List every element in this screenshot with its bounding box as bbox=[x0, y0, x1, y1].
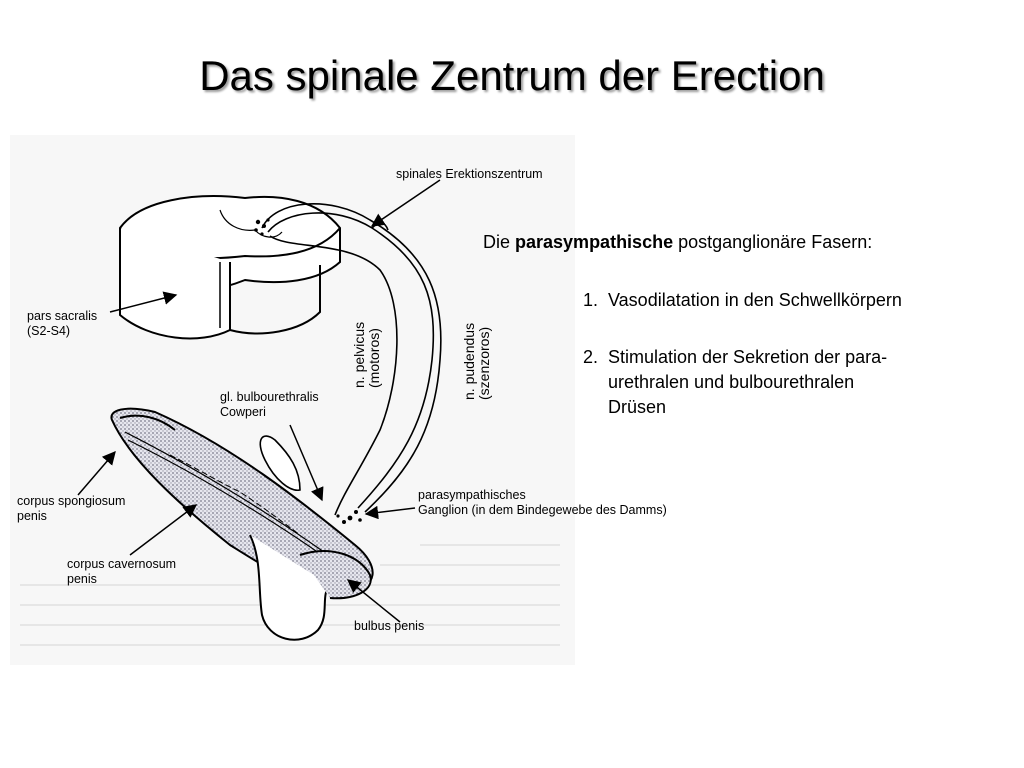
label-corpus-spongiosum: corpus spongiosum penis bbox=[17, 494, 126, 523]
label-gl-bulbourethralis: gl. bulbourethralis Cowperi bbox=[220, 390, 319, 419]
arrow-corpus-cavernosum bbox=[129, 504, 198, 556]
page-title: Das spinale Zentrum der Erection bbox=[199, 52, 825, 99]
label-n-pudendus: n. pudendus (szenzoros) bbox=[461, 322, 492, 400]
label-n-pelvicus: n. pelvicus (motoros) bbox=[351, 321, 382, 388]
label-corpus-cavernosum: corpus cavernosum penis bbox=[67, 557, 177, 586]
arrow-gl-bulbourethralis bbox=[289, 424, 324, 502]
pointer-arrows bbox=[77, 179, 441, 623]
arrow-pars-sacralis bbox=[109, 291, 178, 313]
intro-line: Die parasympathische postganglionäre Fas… bbox=[483, 232, 873, 252]
nerve-fibers bbox=[261, 203, 442, 516]
spinal-center-dots bbox=[254, 218, 270, 236]
ganglion-dots bbox=[336, 510, 362, 524]
label-pars-sacralis: pars sacralis (S2-S4) bbox=[27, 309, 98, 338]
penis-illustration bbox=[110, 407, 374, 641]
arrow-ganglion bbox=[364, 505, 416, 520]
label-bulbus-penis: bulbus penis bbox=[354, 619, 425, 633]
label-spinal-center: spinales Erektionszentrum bbox=[396, 167, 543, 181]
arrow-corpus-spongiosum bbox=[77, 450, 116, 496]
label-ganglion: parasympathisches Ganglion (in dem Binde… bbox=[418, 488, 667, 517]
explanation-text: Die parasympathische postganglionäre Fas… bbox=[483, 230, 1003, 417]
arrow-spinal-center bbox=[370, 179, 441, 227]
arrow-bulbus-penis bbox=[346, 579, 401, 623]
